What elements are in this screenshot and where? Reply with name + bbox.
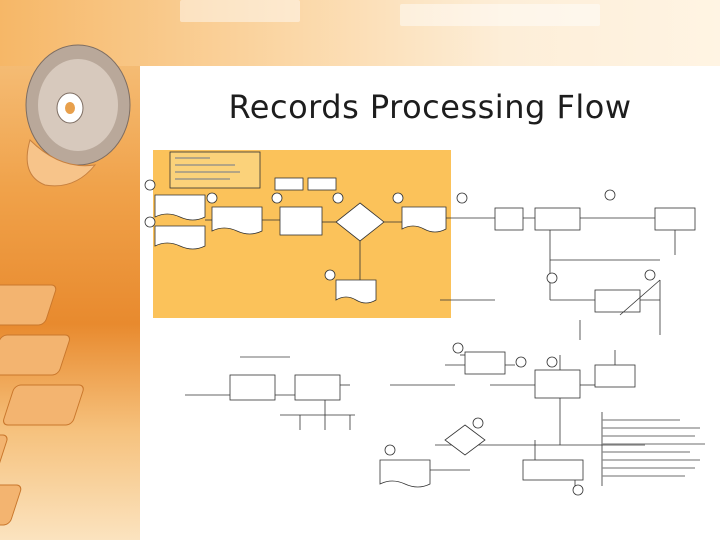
process-box <box>294 374 341 401</box>
process-box <box>654 207 696 231</box>
document-shape <box>154 194 206 221</box>
step-marker <box>546 272 558 284</box>
process-box <box>279 206 323 236</box>
top-decorative-band <box>0 0 720 66</box>
step-marker <box>384 444 396 456</box>
notes-box <box>169 151 261 189</box>
step-marker <box>644 269 656 281</box>
step-marker <box>206 192 218 204</box>
process-box <box>494 207 524 231</box>
process-box <box>274 177 304 191</box>
document-shape <box>335 279 377 304</box>
step-marker <box>144 216 156 228</box>
process-box <box>229 374 276 401</box>
process-box <box>534 369 581 399</box>
step-marker <box>452 342 464 354</box>
document-shape <box>154 225 206 250</box>
step-marker <box>456 192 468 204</box>
decision-diamond <box>444 424 486 456</box>
step-marker <box>332 192 344 204</box>
document-shape <box>401 206 447 233</box>
records-flow-diagram <box>144 150 705 496</box>
process-box <box>534 207 581 231</box>
page-title: Records Processing Flow <box>228 88 632 126</box>
step-marker <box>515 356 527 368</box>
cd-disc-image <box>25 44 131 187</box>
step-marker <box>144 179 156 191</box>
process-box <box>307 177 337 191</box>
process-box <box>464 351 506 375</box>
step-marker <box>604 189 616 201</box>
keyboard-keys-image <box>0 44 131 526</box>
step-marker <box>324 269 336 281</box>
process-box <box>594 364 636 388</box>
document-shape <box>211 206 263 235</box>
step-marker <box>572 484 584 496</box>
step-marker <box>546 356 558 368</box>
document-shape <box>379 459 431 488</box>
process-box <box>522 459 584 481</box>
step-marker <box>271 192 283 204</box>
step-marker <box>392 192 404 204</box>
process-box <box>594 289 641 313</box>
step-marker <box>472 417 484 429</box>
